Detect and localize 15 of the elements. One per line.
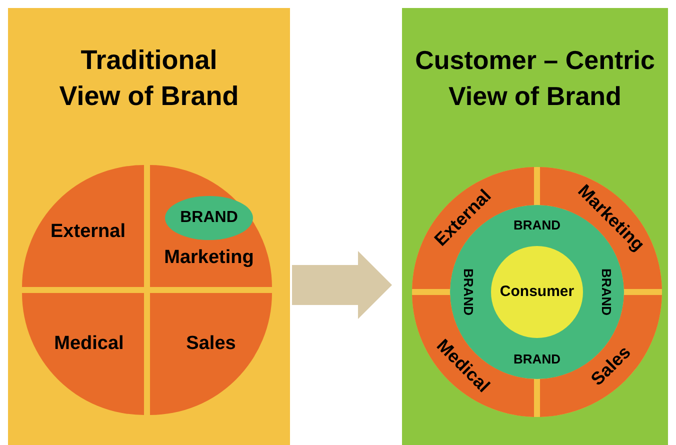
- block-arrow: [292, 251, 392, 319]
- panel: [402, 8, 668, 445]
- ellipse-label: BRAND: [180, 208, 238, 228]
- ring-label: BRAND: [514, 216, 560, 234]
- ring-label: BRAND: [598, 268, 615, 316]
- panel-title: Traditional View of Brand: [58, 44, 240, 113]
- segment-label: External: [50, 220, 126, 244]
- ring-label: BRAND: [514, 350, 560, 368]
- panel-title: Customer – Centric View of Brand: [414, 44, 656, 113]
- panel: [8, 8, 290, 445]
- segment-label: Marketing: [164, 246, 254, 270]
- segment-label: Medical: [54, 332, 124, 356]
- ring-label: BRAND: [460, 268, 477, 316]
- segment-label: Sales: [186, 332, 236, 356]
- circle-label: Consumer: [500, 282, 574, 302]
